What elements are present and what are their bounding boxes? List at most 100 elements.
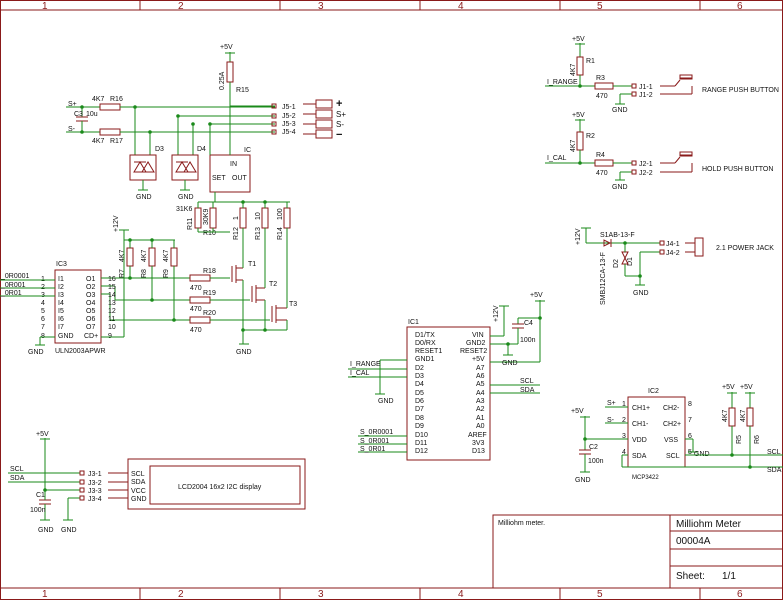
svg-text:7: 7 <box>41 324 45 331</box>
t3-ref: T3 <box>289 301 297 308</box>
net-sda: SDA <box>767 467 782 474</box>
svg-text:A3: A3 <box>476 398 485 405</box>
svg-text:15: 15 <box>108 284 116 291</box>
connector-j4: J4-1J4-2 <box>659 237 704 257</box>
r18-ref: R18 <box>203 268 216 275</box>
diode-d1 <box>603 239 612 247</box>
r11-value: 31K6 <box>176 206 192 213</box>
resistor-r8 <box>148 247 156 267</box>
zone-label-top: 2 <box>178 1 184 12</box>
ic1-ref: IC1 <box>408 319 419 326</box>
r2-value: 4K7 <box>570 139 577 152</box>
d2-ref: D2 <box>613 259 620 268</box>
svg-text:GND: GND <box>58 333 74 340</box>
label-s-minus: S- <box>607 417 615 424</box>
svg-text:VIN: VIN <box>472 332 484 339</box>
net-i-cal: I_CAL <box>547 155 567 162</box>
r19-value: 470 <box>190 306 202 313</box>
r10-value: 30K9 <box>203 209 210 225</box>
svg-text:CH2-: CH2- <box>663 405 680 412</box>
svg-text:3: 3 <box>622 433 626 440</box>
svg-text:1: 1 <box>622 401 626 408</box>
r16-ref: R16 <box>110 96 123 103</box>
zone-label-bottom: 3 <box>318 589 324 600</box>
svg-text:16: 16 <box>108 276 116 283</box>
svg-text:8: 8 <box>688 401 692 408</box>
svg-text:J4-1: J4-1 <box>666 241 680 248</box>
r15-value: 0.25A <box>219 71 226 90</box>
r20-value: 470 <box>190 327 202 334</box>
svg-text:O2: O2 <box>86 284 95 291</box>
r3-value: 470 <box>596 93 608 100</box>
r6-ref: R6 <box>754 435 761 444</box>
svg-text:A2: A2 <box>476 406 485 413</box>
svg-text:O4: O4 <box>86 300 95 307</box>
c1-ref: C1 <box>36 492 45 499</box>
svg-text:J1-1: J1-1 <box>639 84 653 91</box>
net-label: _0R0001 <box>0 273 30 280</box>
svg-text:D3: D3 <box>415 373 424 380</box>
supply-plus12v: +12V <box>575 228 582 245</box>
power-jack-label: 2.1 POWER JACK <box>716 245 774 252</box>
r4-value: 470 <box>596 170 608 177</box>
net-label: _0R01 <box>0 290 22 297</box>
gnd-label: GND <box>378 398 394 405</box>
input-section: +5V 0.25A R15 S+ S- 4K7 R16 4K7 R17 C3 1… <box>66 44 346 201</box>
r20-ref: R20 <box>203 310 216 317</box>
r2-ref: R2 <box>586 133 595 140</box>
r7-value: 4K7 <box>119 249 126 262</box>
svg-text:RESET2: RESET2 <box>460 348 487 355</box>
gnd-label: GND <box>38 527 54 534</box>
connector-j5: J5-1 J5-2 J5-3 J5-4 + S+ S- − <box>271 98 346 141</box>
lcd-display <box>127 458 306 510</box>
net-sda: SDA <box>520 387 535 394</box>
sheet-label: Sheet: <box>676 571 705 582</box>
ic-pin-in: IN <box>230 161 237 168</box>
resistor-r11 <box>194 207 202 229</box>
svg-text:A0: A0 <box>476 423 485 430</box>
svg-text:D11: D11 <box>415 440 427 447</box>
r6-value: 4K7 <box>740 409 747 422</box>
svg-text:O5: O5 <box>86 308 95 315</box>
svg-text:CH1-: CH1- <box>632 421 649 428</box>
r8-value: 4K7 <box>141 249 148 262</box>
lcd-pin: SDA <box>131 479 146 486</box>
svg-text:VDD: VDD <box>632 437 647 444</box>
svg-text:S+: S+ <box>336 110 346 119</box>
ic-pin-out: OUT <box>232 175 248 182</box>
resistor-r9 <box>170 247 178 267</box>
mosfet-t3: T3 <box>271 301 297 330</box>
svg-text:D7: D7 <box>415 406 424 413</box>
resistor-r10 <box>209 207 217 229</box>
svg-text:D9: D9 <box>415 423 424 430</box>
resistor-r14 <box>283 207 291 229</box>
lcd-section: +5V C1 100n GND GND SCL SDA J3-1J3-2 J3-… <box>8 431 306 534</box>
r13-value: 10 <box>255 212 262 220</box>
svg-text:D5: D5 <box>415 390 424 397</box>
svg-text:D0/RX: D0/RX <box>415 340 436 347</box>
c2-value: 100n <box>588 458 604 465</box>
resistor-r2 <box>576 131 584 151</box>
title-block: Milliohm meter. Milliohm Meter 00004A Sh… <box>492 514 783 589</box>
svg-text:D1/TX: D1/TX <box>415 332 435 339</box>
title-doc-number: 00004A <box>676 536 711 547</box>
c3-value: 10u <box>86 111 98 118</box>
r9-value: 4K7 <box>163 249 170 262</box>
net-scl: SCL <box>520 378 534 385</box>
r12-value: 1 <box>233 216 240 220</box>
net-i-cal: I_CAL <box>350 370 370 377</box>
label-s-plus: S+ <box>607 400 616 407</box>
svg-text:CH2+: CH2+ <box>663 421 681 428</box>
ic2-ref: IC2 <box>648 388 659 395</box>
svg-text:I3: I3 <box>58 292 64 299</box>
r10-ref: R10 <box>203 230 216 237</box>
svg-text:I6: I6 <box>58 316 64 323</box>
net-scl: SCL <box>767 449 781 456</box>
d2-part: SMBJ12CA-13-F <box>600 252 607 305</box>
gnd-label: GND <box>178 194 194 201</box>
net-i-range: I_RANGE <box>350 361 381 368</box>
resistor-r13 <box>261 207 269 229</box>
